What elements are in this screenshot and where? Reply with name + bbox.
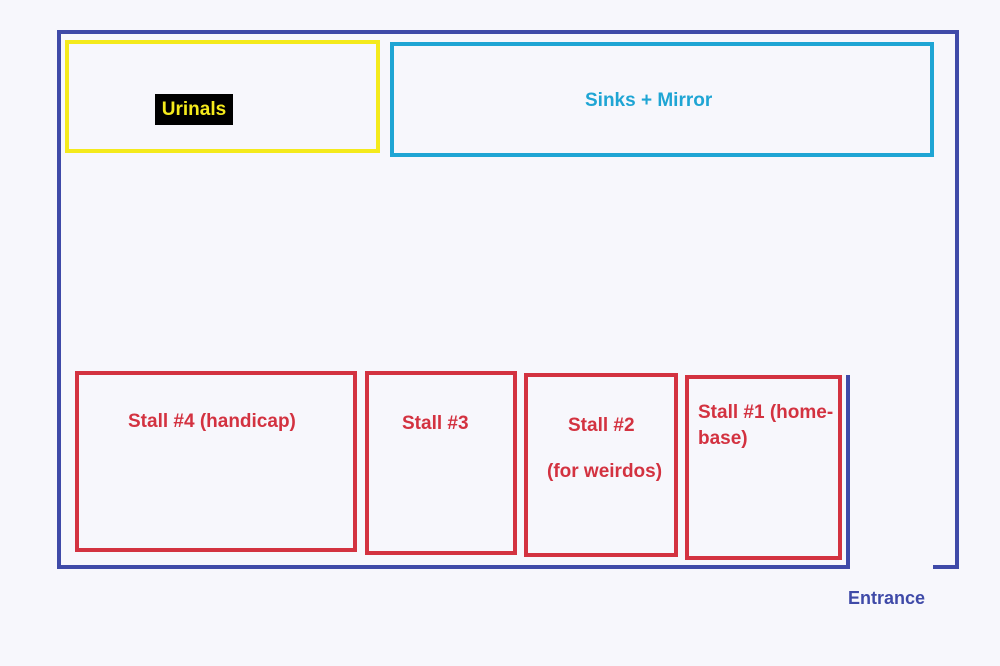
stall-4-box <box>75 371 357 552</box>
stall-2-box <box>524 373 678 557</box>
stall-3-box <box>365 371 517 555</box>
sinks-mirror-area <box>390 42 934 157</box>
urinals-label: Urinals <box>155 94 233 125</box>
urinals-area <box>65 40 380 153</box>
stall-1-label-line2: base) <box>698 428 748 449</box>
stall-3-label: Stall #3 <box>402 413 469 434</box>
stall-1-box <box>685 375 842 560</box>
stall-4-label: Stall #4 (handicap) <box>128 411 296 432</box>
entrance-label: Entrance <box>848 588 926 608</box>
stall-2-label-line1: Stall #2 <box>568 415 635 436</box>
stall-2-label-line2: (for weirdos) <box>547 461 663 482</box>
stall-1-label-line1: Stall #1 (home- <box>698 402 834 423</box>
sinks-mirror-label: Sinks + Mirror <box>585 90 713 111</box>
room-wall <box>57 30 959 569</box>
